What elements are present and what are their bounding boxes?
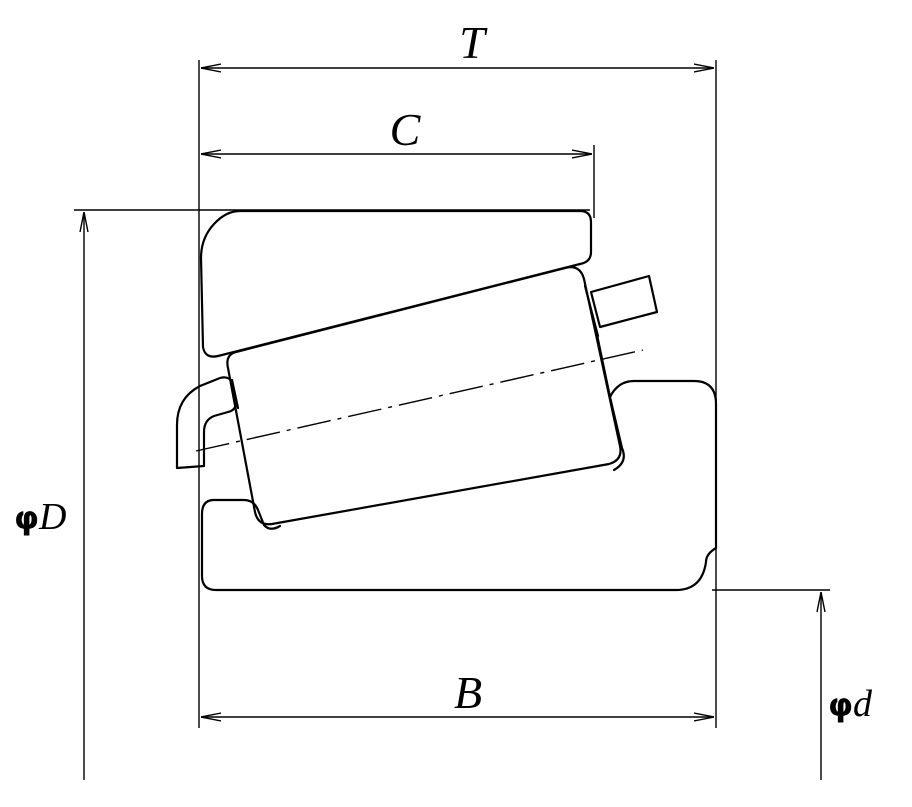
phi-symbol-bore: φ bbox=[828, 686, 853, 724]
inner-ring-cone bbox=[200, 379, 718, 592]
label-d-upper: D bbox=[38, 496, 66, 538]
label-t: T bbox=[459, 17, 488, 68]
label-bore-diameter: φd bbox=[828, 683, 873, 725]
label-outer-diameter: φD bbox=[14, 496, 66, 538]
phi-symbol-outer: φ bbox=[14, 499, 39, 537]
tapered-roller-edge-small bbox=[583, 284, 600, 338]
tapered-roller bbox=[226, 266, 622, 526]
cage-hook-left bbox=[175, 376, 238, 470]
label-d-lower: d bbox=[853, 683, 873, 725]
roller-axis-centerline bbox=[195, 349, 644, 452]
label-b: B bbox=[454, 667, 482, 718]
outer-ring-cup bbox=[199, 209, 593, 358]
label-c: C bbox=[390, 104, 422, 155]
inner-ring-cone-back-face bbox=[262, 523, 282, 530]
cage-tab-right bbox=[589, 274, 659, 329]
